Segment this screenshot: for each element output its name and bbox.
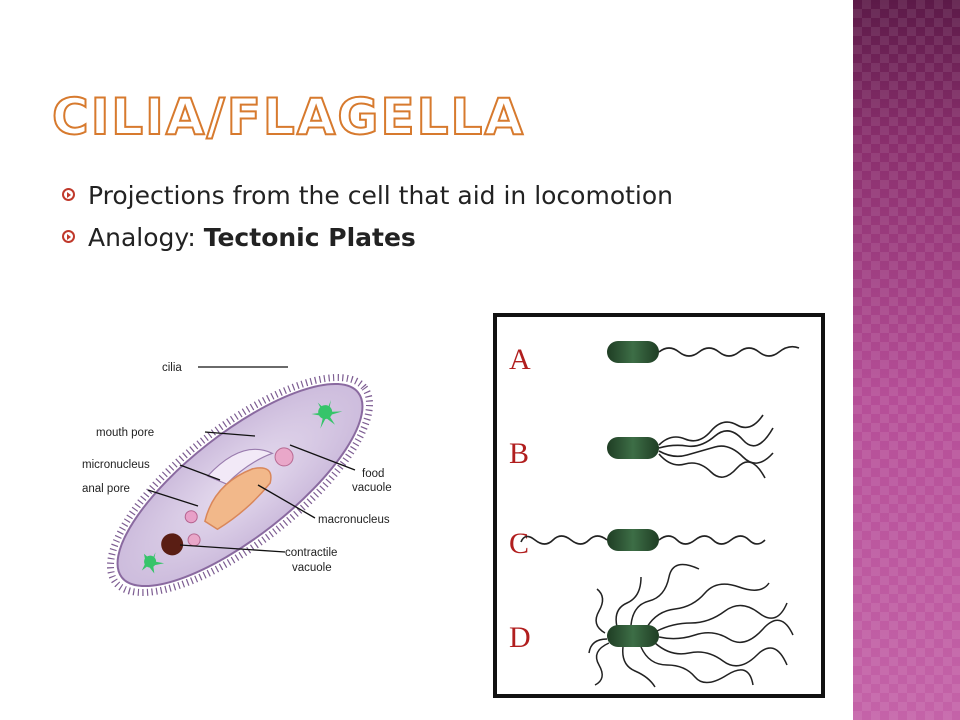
analogy-prefix: Analogy: bbox=[88, 223, 204, 252]
bacterium-body-d bbox=[607, 625, 659, 647]
food-vacuole bbox=[187, 533, 201, 547]
row-letter-a: A bbox=[509, 343, 531, 376]
analogy-emphasis: Tectonic Plates bbox=[203, 223, 416, 252]
macronucleus bbox=[204, 467, 272, 531]
micronucleus bbox=[184, 510, 198, 524]
slide-title: Cilia/Flagella bbox=[51, 88, 526, 146]
bacterium-lophotrichous bbox=[607, 414, 774, 479]
bullet-item-projections: Projections from the cell that aid in lo… bbox=[62, 180, 682, 212]
row-letter-c: C bbox=[509, 527, 529, 560]
label-contractile-vacuole-line2: vacuole bbox=[292, 562, 332, 574]
bacterium-amphitrichous bbox=[520, 529, 766, 551]
label-macronucleus: macronucleus bbox=[318, 514, 390, 526]
bullet-text: Projections from the cell that aid in lo… bbox=[88, 181, 674, 210]
anal-pore-blob bbox=[161, 533, 184, 556]
decorative-side-strip bbox=[853, 0, 960, 720]
bullet-list: Projections from the cell that aid in lo… bbox=[62, 180, 682, 264]
bullet-item-analogy: Analogy: Tectonic Plates bbox=[62, 222, 682, 254]
paramecium-diagram: cilia mouth pore micronucleus anal pore … bbox=[82, 362, 392, 596]
contractile-vacuole bbox=[141, 399, 343, 574]
bacterium-peritrichous bbox=[588, 563, 794, 688]
label-food-vacuole-line1: food bbox=[362, 468, 384, 480]
bullet-icon bbox=[62, 188, 75, 201]
label-contractile-vacuole-line1: contractile bbox=[285, 547, 337, 559]
flagella-diagram: A B C D bbox=[493, 313, 825, 698]
bullet-icon bbox=[62, 230, 75, 243]
label-mouth-pore: mouth pore bbox=[96, 427, 154, 439]
label-micronucleus: micronucleus bbox=[82, 459, 150, 471]
row-letter-b: B bbox=[509, 437, 529, 470]
bacterium-monotrichous bbox=[607, 341, 800, 363]
food-vacuole bbox=[274, 447, 294, 467]
label-cilia: cilia bbox=[162, 362, 182, 374]
row-letter-d: D bbox=[509, 621, 531, 654]
label-food-vacuole-line2: vacuole bbox=[352, 482, 392, 494]
flagella-svg: A B C D bbox=[509, 341, 800, 688]
label-anal-pore: anal pore bbox=[82, 483, 130, 495]
oral-groove bbox=[206, 448, 274, 485]
